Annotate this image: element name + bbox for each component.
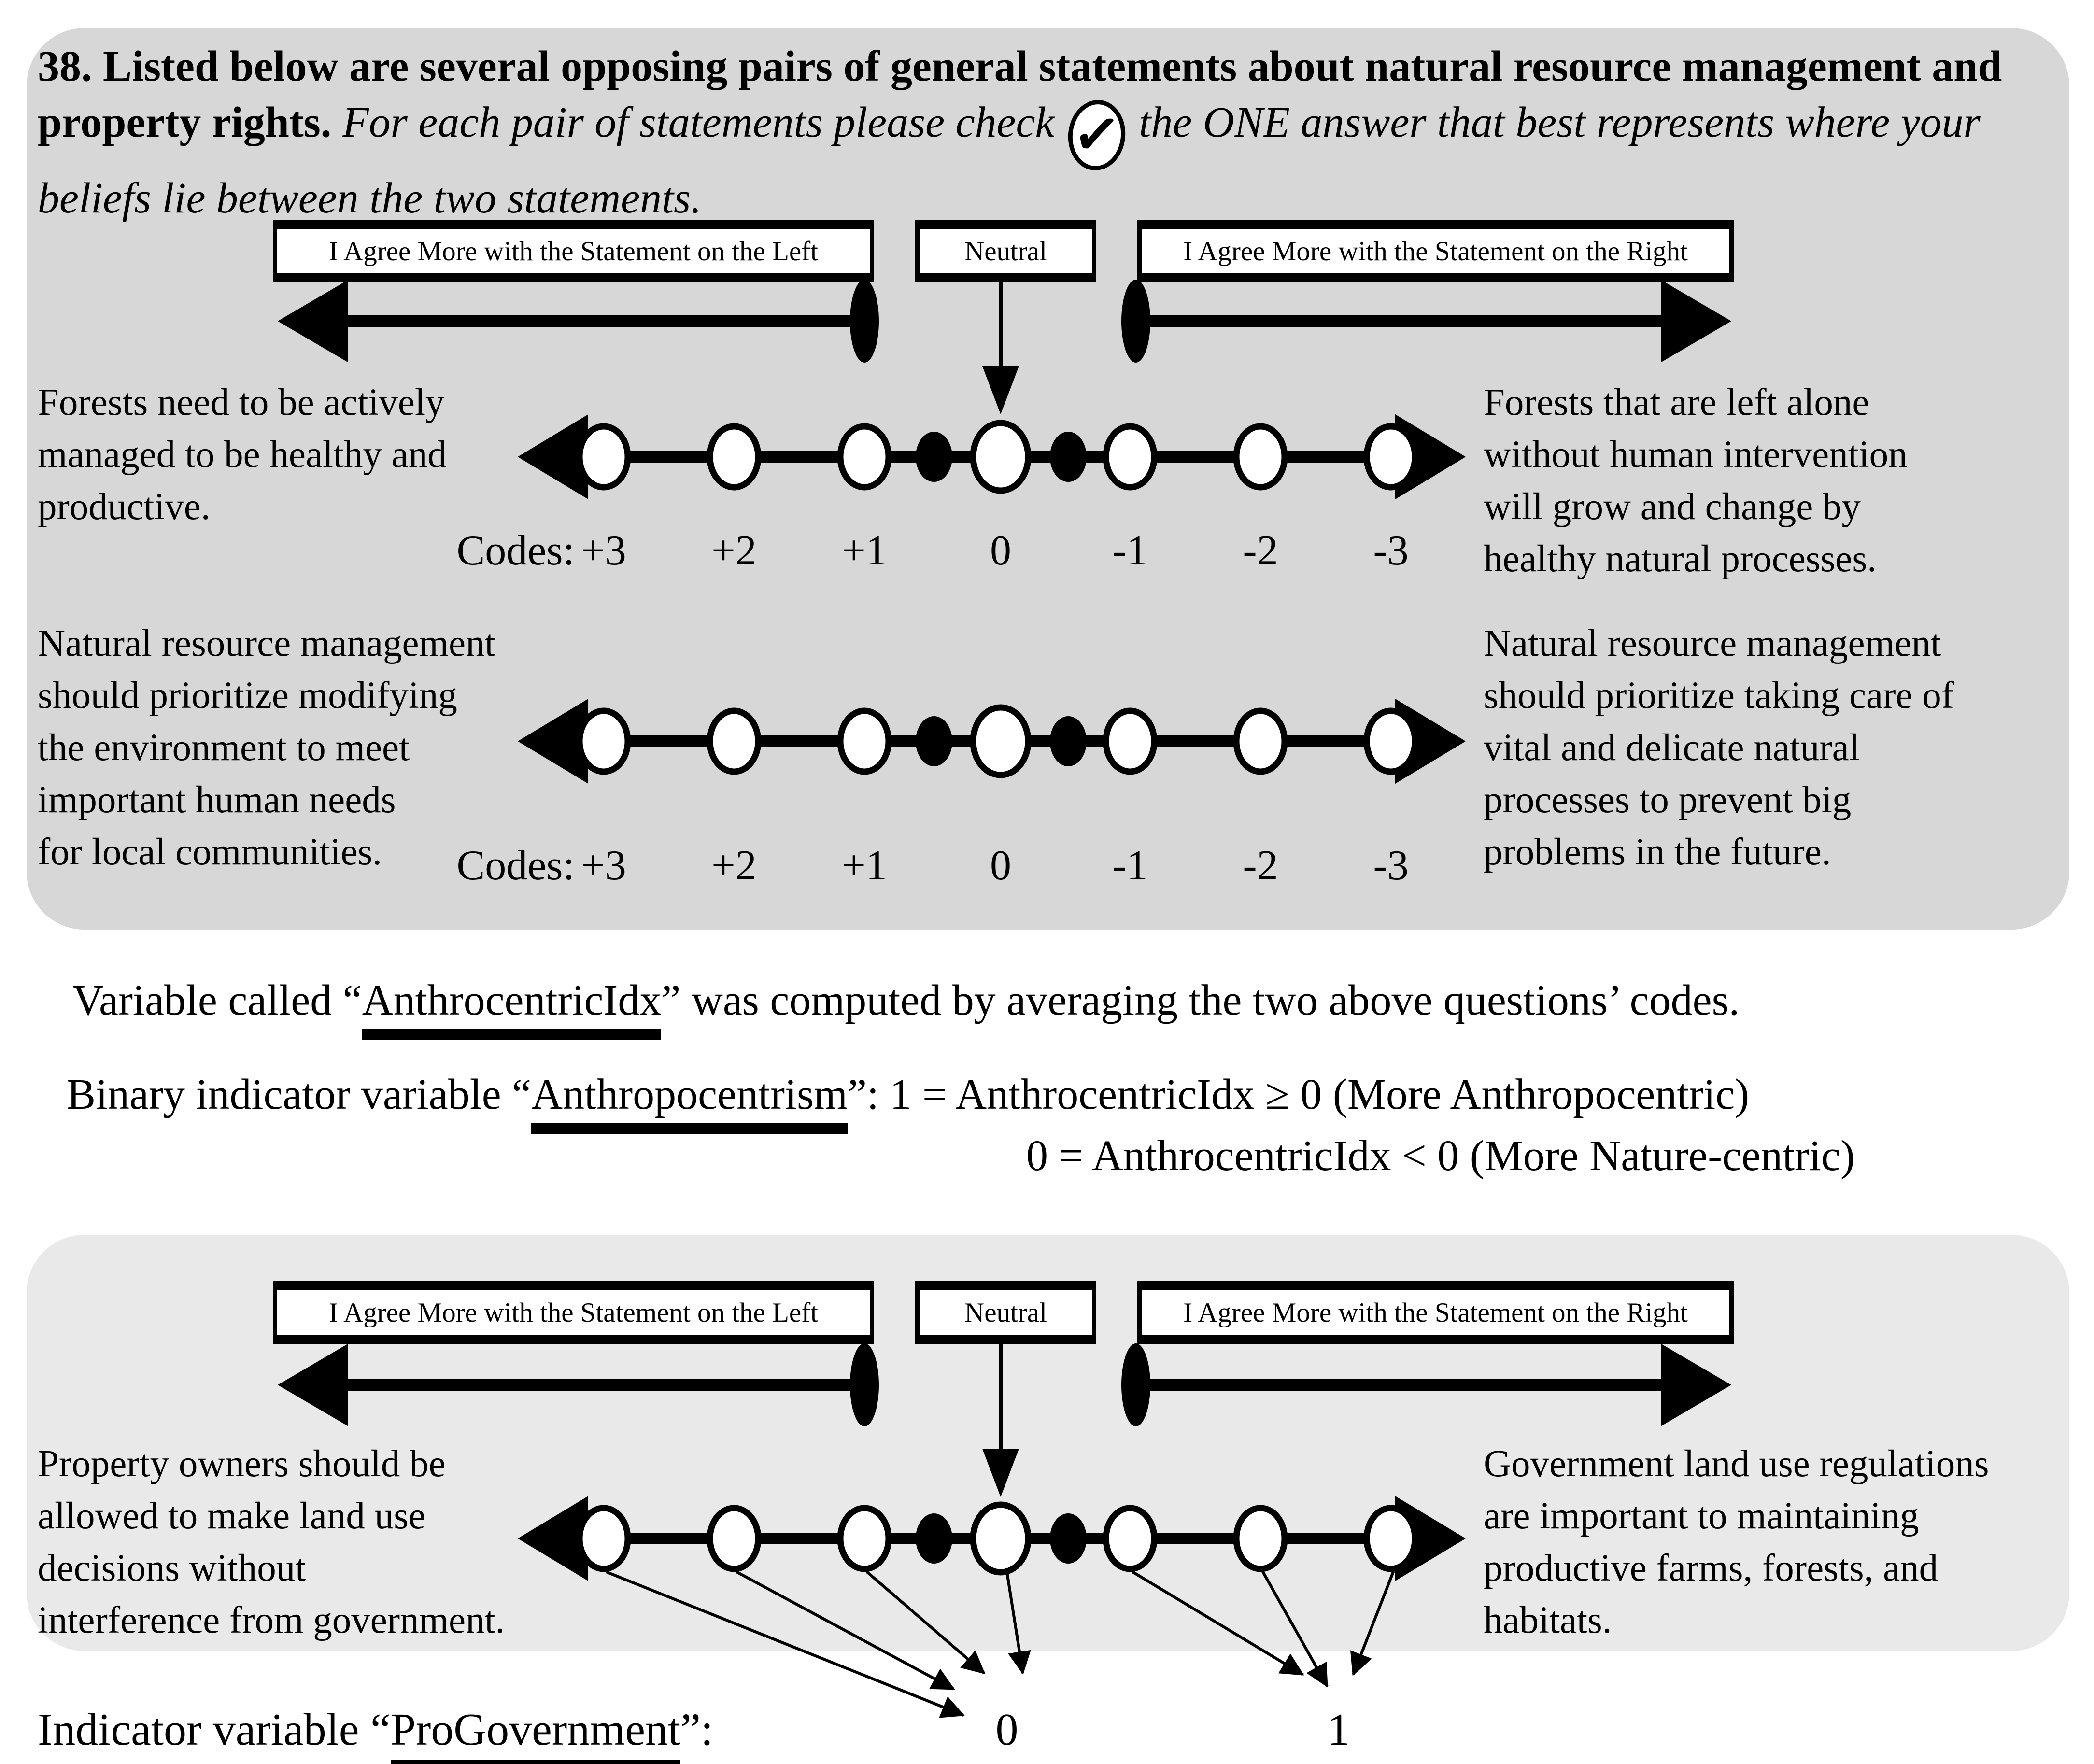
neutral-pointer-top (982, 282, 1019, 414)
neutral-box-top: Neutral (915, 220, 1096, 282)
code-zero-2: 0 (990, 842, 1011, 889)
agree-left-label-bottom: I Agree More with the Statement on the L… (328, 1297, 819, 1328)
codes-label-2: Codes: (456, 842, 575, 889)
agree-left-box-top: I Agree More with the Statement on the L… (273, 220, 874, 282)
bottom-left-direction-arrow (278, 1343, 879, 1426)
q1-dot-left (916, 432, 952, 482)
agree-right-box-top: I Agree More with the Statement on the R… (1137, 220, 1734, 282)
q3-option-plus1[interactable] (837, 1505, 892, 1572)
q1-option-minus3[interactable] (1363, 423, 1418, 491)
question-italic-text-2: the ONE answer that best represents wher… (38, 99, 1981, 222)
anthro-line2-post: ”: 1 = AnthrocentricIdx ≥ 0 (More Anthro… (847, 1071, 1750, 1118)
q2-option-minus2[interactable] (1233, 707, 1288, 775)
code-minus1-2: -1 (1112, 842, 1148, 889)
q3-option-plus3[interactable] (576, 1505, 631, 1572)
progov-label-pre: Indicator variable “ (38, 1705, 391, 1755)
code-plus3-2: +3 (581, 842, 626, 889)
agree-right-box-bottom: I Agree More with the Statement on the R… (1137, 1281, 1734, 1344)
q1-option-minus1[interactable] (1103, 423, 1158, 491)
q1-option-plus3[interactable] (576, 423, 631, 491)
q1-left-statement: Forests need to be actively managed to b… (38, 381, 447, 528)
q2-option-plus2[interactable] (707, 707, 762, 775)
anthro-line1-pre: Variable called “ (72, 976, 362, 1024)
q3-dot-right (1050, 1513, 1087, 1564)
code-minus1-1: -1 (1112, 527, 1148, 574)
code-plus3-1: +3 (581, 527, 626, 574)
code-plus1-1: +1 (842, 527, 887, 574)
q2-option-plus1[interactable] (837, 707, 892, 775)
progovernment-variable: ProGovernment (390, 1705, 681, 1764)
agree-left-label: I Agree More with the Statement on the L… (328, 236, 819, 267)
q1-right-statement: Forests that are left alone without huma… (1484, 381, 1908, 580)
code-plus2-1: +2 (711, 527, 757, 574)
anthropocentrism-variable: Anthropocentrism (531, 1071, 848, 1134)
neutral-pointer-bottom (982, 1344, 1019, 1497)
neutral-label-bottom: Neutral (964, 1297, 1047, 1328)
anthro-line2-pre: Binary indicator variable “ (67, 1071, 532, 1118)
q3-option-plus2[interactable] (707, 1505, 762, 1572)
code-minus3-1: -3 (1373, 527, 1409, 574)
question-text: 38. Listed below are several opposing pa… (38, 39, 2047, 226)
check-icon: ✓ (1064, 97, 1129, 173)
code-plus1-2: +1 (842, 842, 887, 889)
q3-option-0[interactable] (970, 1501, 1032, 1576)
anthro-line1-post: ” was computed by averaging the two abov… (661, 976, 1740, 1024)
neutral-box-bottom: Neutral (915, 1281, 1096, 1344)
neutral-label: Neutral (964, 236, 1047, 267)
code-zero-1: 0 (990, 527, 1011, 574)
agree-right-label-bottom: I Agree More with the Statement on the R… (1183, 1297, 1688, 1328)
q1-scale (518, 414, 1466, 499)
q1-dot-right (1050, 432, 1087, 482)
progovernment-definition: Indicator variable “ProGovernment”: (38, 1704, 713, 1764)
q2-left-statement: Natural resource management should prior… (38, 622, 495, 873)
code-minus2-1: -2 (1243, 527, 1278, 574)
code-minus2-2: -2 (1243, 842, 1278, 889)
q3-option-minus2[interactable] (1233, 1505, 1288, 1572)
q3-scale (518, 1496, 1466, 1581)
q2-option-minus3[interactable] (1363, 707, 1418, 775)
progov-label-post: ”: (680, 1705, 713, 1755)
q2-right-statement: Natural resource management should prior… (1484, 622, 1954, 873)
q1-option-minus2[interactable] (1233, 423, 1288, 491)
code-plus2-2: +2 (711, 842, 757, 889)
q1-option-plus1[interactable] (837, 423, 892, 491)
q1-option-0[interactable] (970, 420, 1032, 494)
anthrocentricidx-variable: AnthrocentricIdx (362, 976, 662, 1040)
bottom-right-direction-arrow (1121, 1343, 1731, 1426)
question-38-panel (27, 28, 2069, 930)
q3-right-statement: Government land use regulations are impo… (1484, 1443, 1989, 1641)
progovernment-value-1: 1 (1327, 1705, 1350, 1755)
q3-option-minus1[interactable] (1103, 1505, 1158, 1572)
agree-left-box-bottom: I Agree More with the Statement on the L… (273, 1281, 874, 1344)
anthrocentricidx-definition: Variable called “AnthrocentricIdx” was c… (72, 975, 1740, 1040)
question-italic-text-1: For each pair of statements please check (331, 99, 1065, 146)
top-right-direction-arrow (1121, 280, 1731, 363)
top-left-direction-arrow (278, 280, 879, 363)
agree-right-label: I Agree More with the Statement on the R… (1183, 236, 1688, 267)
anthropocentrism-definition: Binary indicator variable “Anthropocentr… (67, 1070, 1750, 1134)
q3-left-statement: Property owners should be allowed to mak… (38, 1443, 505, 1641)
q2-option-plus3[interactable] (576, 707, 631, 775)
question-bold-text: 38. Listed below are several opposing pa… (38, 42, 2002, 146)
q2-dot-right (1050, 716, 1087, 766)
q2-scale (518, 699, 1466, 784)
q2-dot-left (916, 716, 952, 766)
q3-option-minus3[interactable] (1363, 1505, 1418, 1572)
q2-option-minus1[interactable] (1103, 707, 1158, 775)
code-minus3-2: -3 (1373, 842, 1409, 889)
codes-label-1: Codes: (456, 527, 575, 574)
q1-option-plus2[interactable] (707, 423, 762, 491)
anthropocentrism-zero-case: 0 = AnthrocentricIdx < 0 (More Nature-ce… (1026, 1132, 1855, 1180)
progovernment-value-0: 0 (995, 1705, 1019, 1755)
q2-option-0[interactable] (970, 704, 1032, 778)
progovernment-mapping-lines (605, 1570, 1395, 1718)
q3-dot-left (916, 1513, 952, 1564)
